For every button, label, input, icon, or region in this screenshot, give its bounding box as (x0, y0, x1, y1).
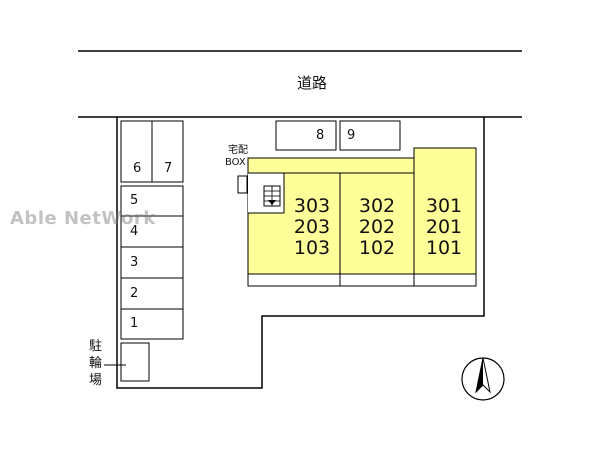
parking-space-1 (120, 308, 184, 340)
unit-202: 202 (358, 216, 396, 238)
parking-space-8 (275, 120, 337, 151)
stairs-icon (263, 185, 281, 207)
parking-label-6: 6 (133, 161, 142, 176)
delivery-box (237, 175, 248, 194)
parking-space-3 (120, 246, 184, 279)
parking-space-2 (120, 277, 184, 310)
unit-203: 203 (293, 216, 331, 238)
parking-label-1: 1 (130, 316, 139, 331)
unit-103: 103 (293, 237, 331, 259)
north-arrow-icon (461, 357, 505, 401)
watermark-text: Able NetWork (10, 208, 156, 229)
delivery-box-label-2: BOX (225, 157, 246, 168)
unit-column-1: 303 203 103 (282, 196, 342, 259)
bicycle-parking-area (120, 342, 150, 382)
building-corridor (247, 157, 415, 174)
road-label: 道路 (297, 74, 328, 92)
delivery-box-label-1: 宅配 (228, 145, 248, 156)
bicycle-parking-label-1: 駐 (89, 339, 103, 354)
balcony-strip (247, 273, 477, 287)
parking-label-3: 3 (130, 255, 139, 270)
unit-column-3: 301 201 101 (414, 196, 474, 259)
unit-303: 303 (293, 195, 331, 217)
unit-201: 201 (425, 216, 463, 238)
parking-label-5: 5 (130, 193, 139, 208)
unit-302: 302 (358, 195, 396, 217)
parking-label-8: 8 (316, 128, 325, 143)
parking-label-4: 4 (130, 224, 139, 239)
property-boundary (116, 117, 485, 389)
parking-label-7: 7 (164, 161, 173, 176)
unit-101: 101 (425, 237, 463, 259)
parking-space-4 (120, 215, 184, 248)
parking-space-9 (339, 120, 401, 151)
bicycle-parking-label-3: 場 (89, 373, 103, 388)
parking-label-2: 2 (130, 286, 139, 301)
unit-301: 301 (425, 195, 463, 217)
unit-102: 102 (358, 237, 396, 259)
unit-column-2: 302 202 102 (347, 196, 407, 259)
bicycle-parking-label-2: 輪 (89, 356, 103, 371)
parking-label-9: 9 (347, 128, 356, 143)
